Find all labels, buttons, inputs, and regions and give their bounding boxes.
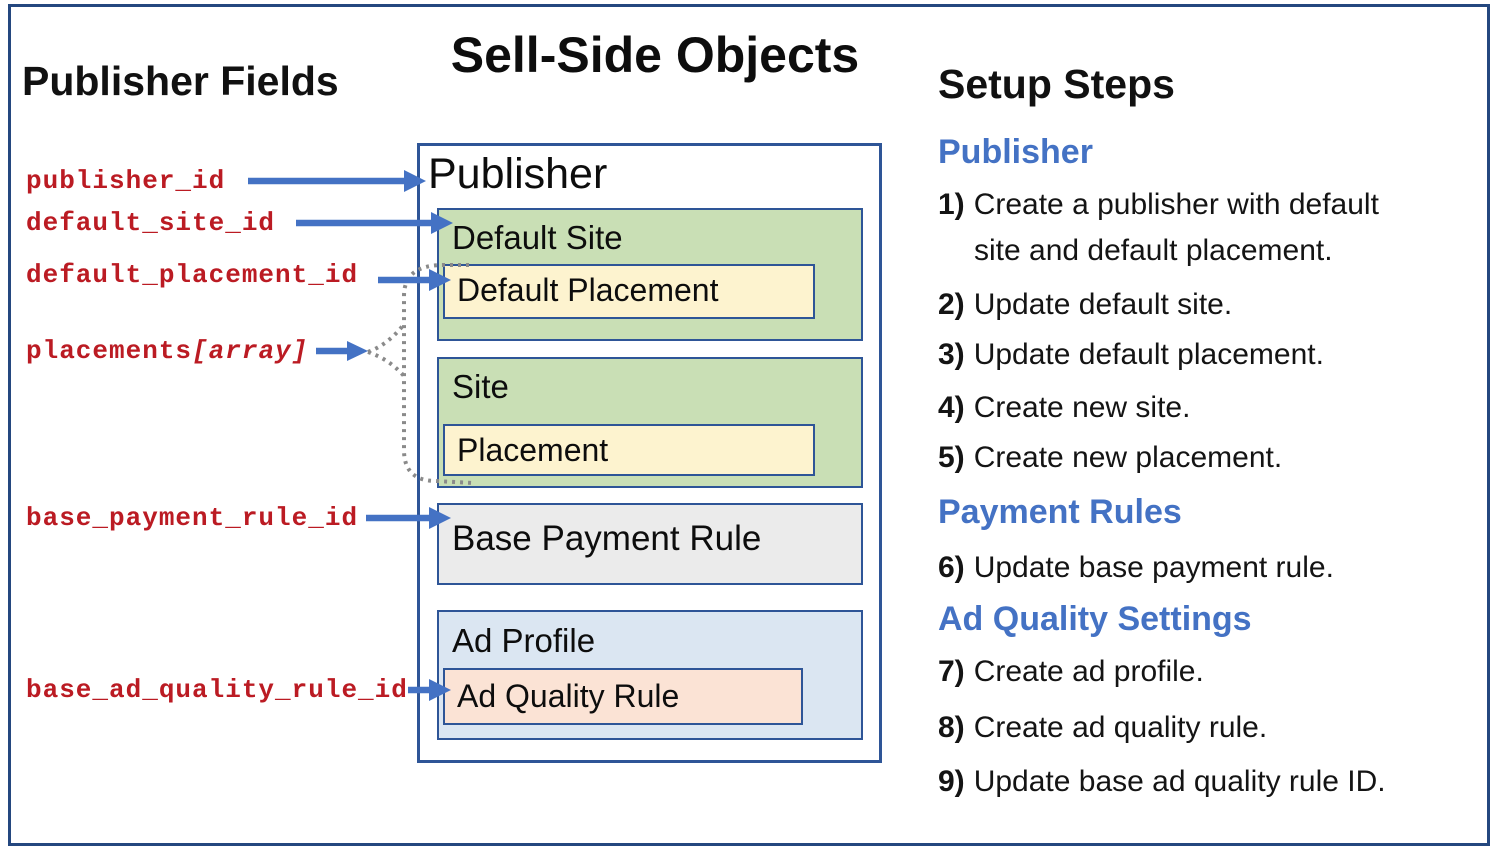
field-name: base_ad_quality_rule_id <box>26 675 408 705</box>
field-default-placement-id: default_placement_id <box>26 260 358 290</box>
outer-frame <box>8 4 1490 846</box>
step-text: Create new placement. <box>973 441 1283 474</box>
setup-step: 9)Update base ad quality rule ID. <box>938 759 1498 805</box>
default-placement-label: Default Placement <box>457 272 719 308</box>
setup-step: 2)Update default site. <box>938 282 1498 328</box>
step-text: Create a publisher with default site and… <box>973 188 1379 267</box>
field-name: default_site_id <box>26 208 276 238</box>
site-box: Site Placement <box>437 357 863 488</box>
ad-quality-rule-label: Ad Quality Rule <box>457 678 680 714</box>
step-text: Create ad quality rule. <box>973 711 1268 744</box>
step-number: 8) <box>938 711 965 744</box>
step-text: Update base ad quality rule ID. <box>973 765 1386 798</box>
section-heading-ad-quality-settings: Ad Quality Settings <box>938 600 1252 638</box>
publisher-box: Default Site Default Placement Site Plac… <box>417 143 882 763</box>
step-number: 4) <box>938 391 965 424</box>
setup-step: 6)Update base payment rule. <box>938 545 1498 591</box>
section-heading-payment-rules: Payment Rules <box>938 493 1182 531</box>
setup-step: 1)Create a publisher with default site a… <box>938 182 1498 274</box>
step-number: 9) <box>938 765 965 798</box>
default-site-box: Default Site Default Placement <box>437 208 863 341</box>
step-text: Create new site. <box>973 391 1191 424</box>
step-number: 5) <box>938 441 965 474</box>
setup-step: 8)Create ad quality rule. <box>938 705 1498 751</box>
publisher-label: Publisher <box>428 150 608 198</box>
ad-profile-label: Ad Profile <box>452 622 596 659</box>
left-panel-heading: Publisher Fields <box>22 58 339 104</box>
field-base-ad-quality-rule-id: base_ad_quality_rule_id <box>26 675 408 705</box>
field-name: publisher_id <box>26 166 226 196</box>
ad-quality-rule-box: Ad Quality Rule <box>443 668 803 725</box>
site-label: Site <box>452 368 509 405</box>
field-name: base_payment_rule_id <box>26 503 359 533</box>
step-text: Update default site. <box>973 288 1233 321</box>
setup-step: 7)Create ad profile. <box>938 649 1498 695</box>
section-heading-publisher: Publisher <box>938 133 1093 171</box>
placement-label: Placement <box>457 432 609 468</box>
page-title: Sell-Side Objects <box>450 27 860 83</box>
setup-step: 5)Create new placement. <box>938 435 1498 481</box>
step-number: 6) <box>938 551 965 584</box>
field-name: placements <box>26 336 193 366</box>
step-number: 2) <box>938 288 965 321</box>
placement-box: Placement <box>443 424 815 476</box>
field-placements-array: placements[array] <box>26 336 308 366</box>
base-payment-rule-label: Base Payment Rule <box>452 519 762 558</box>
step-number: 1) <box>938 188 965 221</box>
field-base-payment-rule-id: base_payment_rule_id <box>26 503 358 533</box>
setup-step: 3)Update default placement. <box>938 332 1498 378</box>
setup-step: 4)Create new site. <box>938 385 1498 431</box>
base-payment-rule-box: Base Payment Rule <box>437 503 863 585</box>
default-site-label: Default Site <box>452 219 623 256</box>
step-number: 3) <box>938 338 965 371</box>
field-publisher-id: publisher_id <box>26 166 225 196</box>
step-number: 7) <box>938 655 965 688</box>
step-text: Update default placement. <box>973 338 1324 371</box>
field-default-site-id: default_site_id <box>26 208 275 238</box>
ad-profile-box: Ad Profile Ad Quality Rule <box>437 610 863 740</box>
right-panel-heading: Setup Steps <box>938 61 1175 107</box>
field-name: default_placement_id <box>26 260 359 290</box>
step-text: Update base payment rule. <box>973 551 1334 584</box>
field-suffix: [array] <box>192 336 309 366</box>
default-placement-box: Default Placement <box>443 264 815 319</box>
step-text: Create ad profile. <box>973 655 1204 688</box>
